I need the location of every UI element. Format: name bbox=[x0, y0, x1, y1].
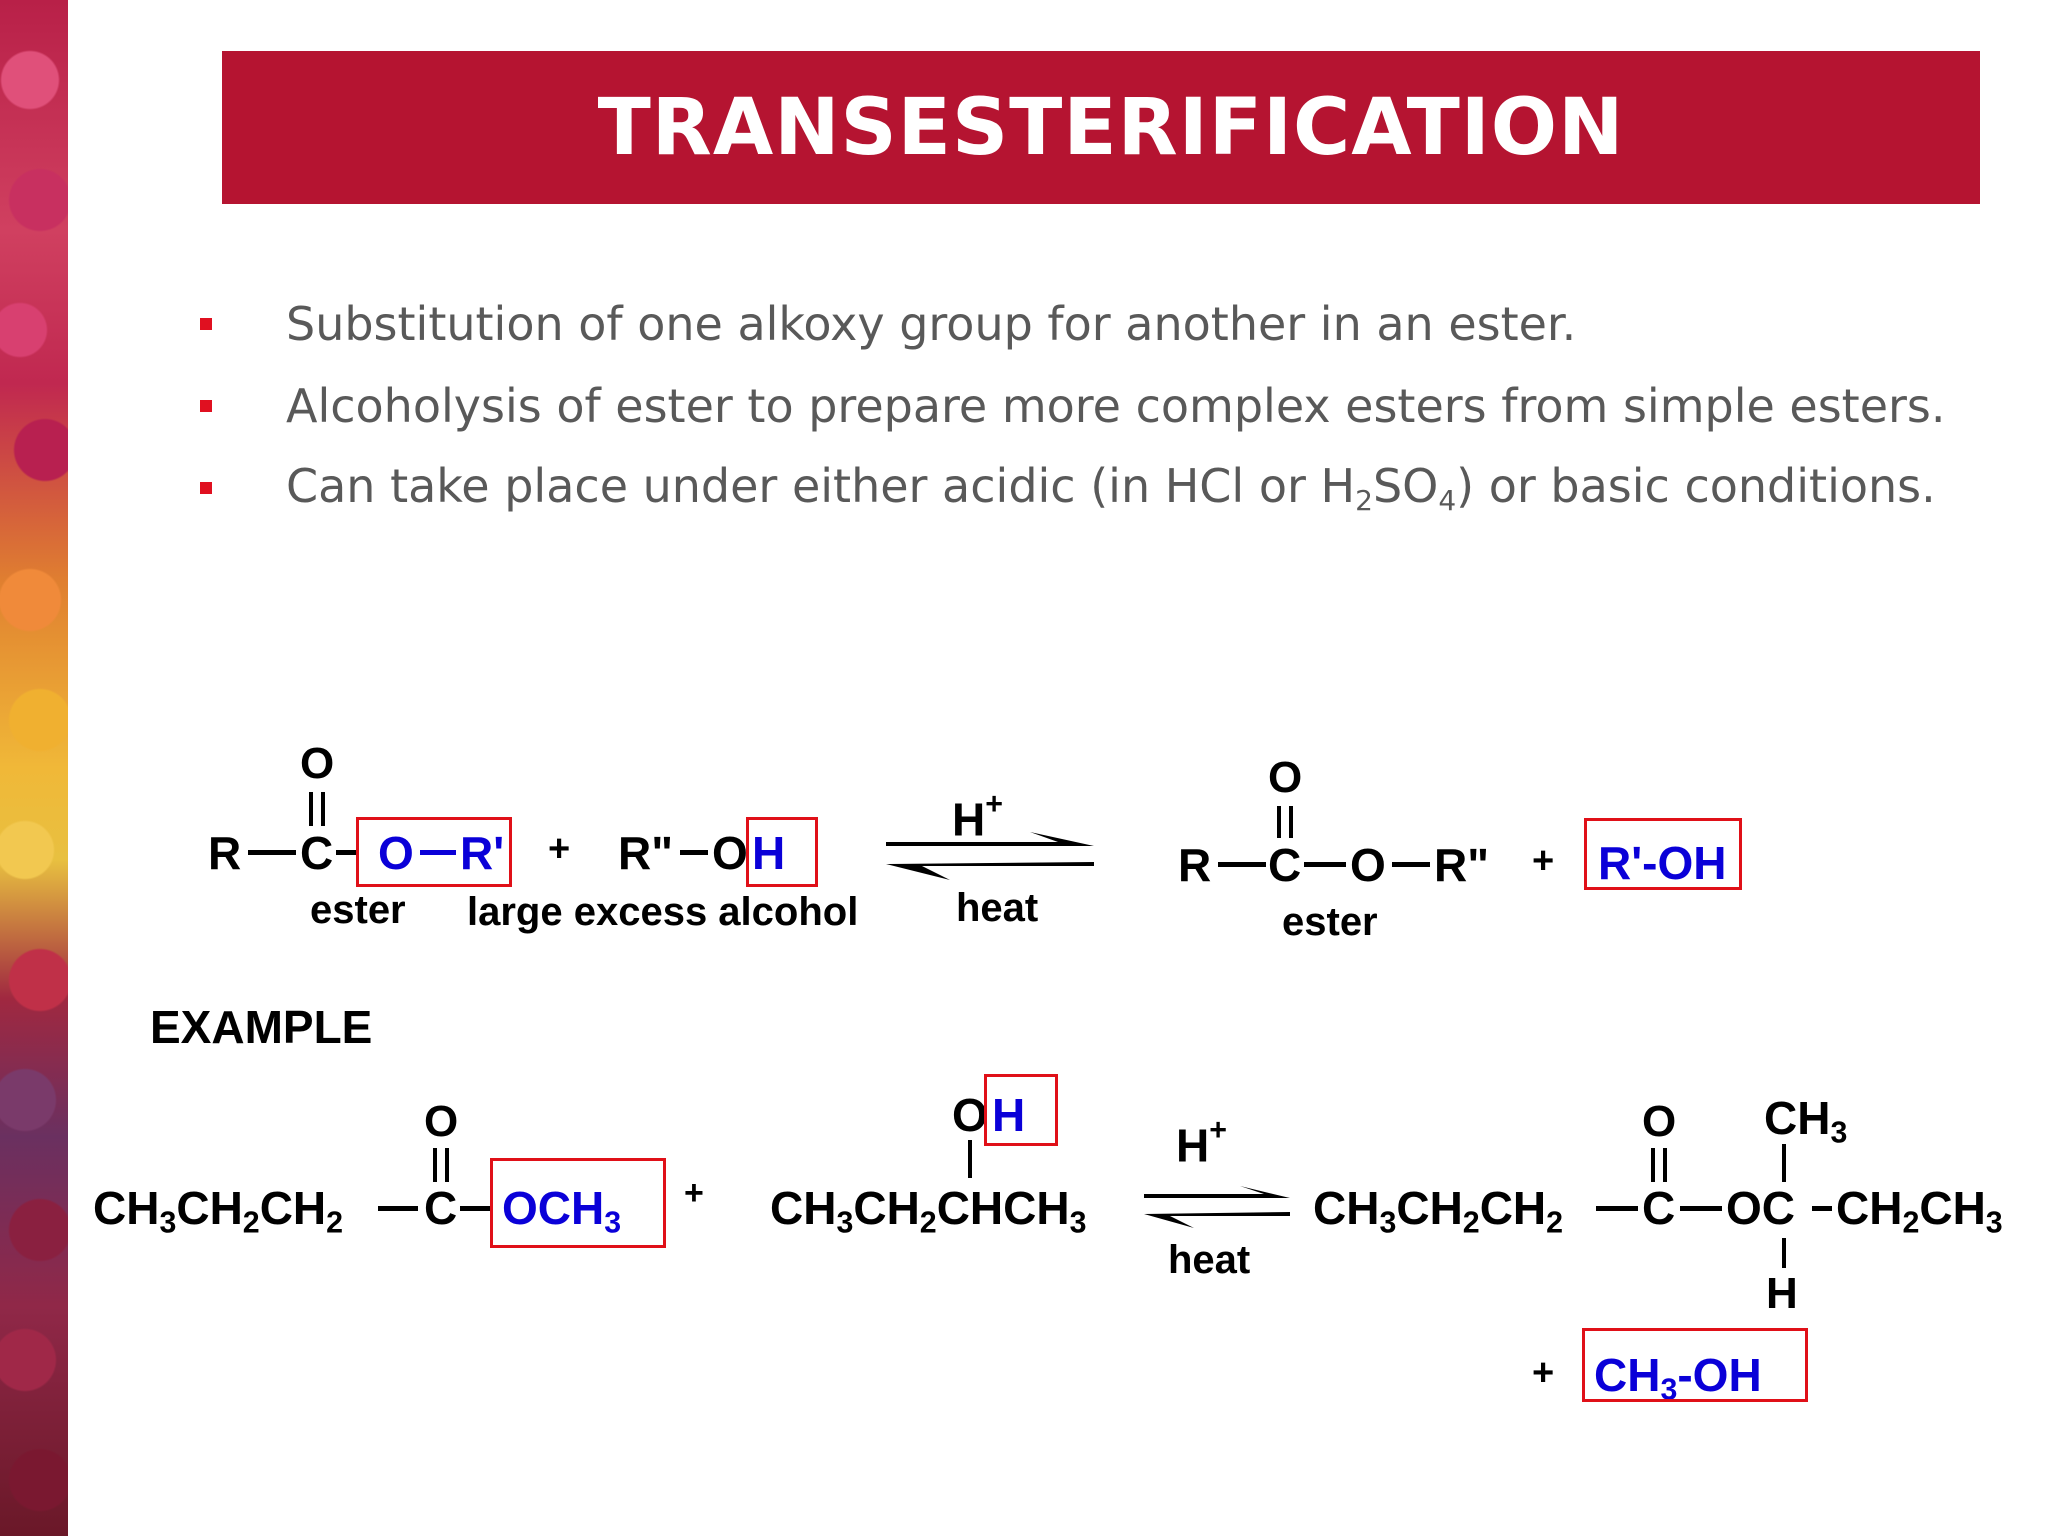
product-propyl-chain: CH3CH2CH2 bbox=[1313, 1182, 1564, 1240]
forward-half-arrow bbox=[886, 832, 1094, 846]
highlight-box-alkoxy bbox=[356, 817, 512, 887]
heat-label: heat bbox=[1168, 1238, 1251, 1282]
single-bond bbox=[1812, 1206, 1832, 1211]
product-ethyl-tail: CH2CH3 bbox=[1836, 1182, 2003, 1240]
alcohol-hydrogen: H bbox=[992, 1089, 1026, 1141]
product-ester-label: ester bbox=[1282, 900, 1378, 944]
highlight-box-hydrogen bbox=[746, 817, 818, 887]
bullet-square-icon bbox=[200, 400, 212, 412]
single-bond bbox=[1680, 1206, 1722, 1211]
highlight-box-methoxy bbox=[490, 1158, 666, 1248]
alcohol-oxygen: O bbox=[712, 827, 748, 879]
decorative-berry-strip bbox=[0, 0, 68, 1536]
plus-sign: + bbox=[548, 828, 571, 870]
catalyst-label: H+ bbox=[1176, 1114, 1227, 1172]
heat-label: heat bbox=[956, 886, 1039, 930]
bullet-square-icon bbox=[200, 318, 212, 330]
double-bond-right bbox=[321, 792, 325, 826]
alcohol-oxygen: O bbox=[952, 1089, 988, 1141]
ester-label: ester bbox=[310, 888, 406, 932]
title-banner: TRANSESTERIFICATION bbox=[222, 51, 1980, 204]
highlight-box-byproduct bbox=[1584, 818, 1742, 890]
catalyst-label: H+ bbox=[952, 788, 1003, 846]
single-bond bbox=[680, 850, 708, 855]
large-excess-alcohol-label: large excess alcohol bbox=[467, 890, 859, 934]
single-bond bbox=[1304, 862, 1346, 867]
double-bond-left bbox=[1651, 1148, 1655, 1182]
highlight-box-hydrogen bbox=[984, 1074, 1058, 1146]
bullet-item: Can take place under either acidic (in H… bbox=[200, 447, 1980, 529]
single-bond-vertical bbox=[968, 1140, 972, 1178]
single-bond bbox=[1596, 1206, 1638, 1211]
product-ester-oxygen-carbon: OC bbox=[1726, 1182, 1795, 1234]
single-bond bbox=[336, 850, 358, 855]
bullet-square-icon bbox=[200, 482, 212, 494]
double-bond-right bbox=[1289, 806, 1293, 838]
double-bond-right bbox=[445, 1148, 449, 1182]
bullet-list: Substitution of one alkoxy group for ano… bbox=[200, 283, 1980, 529]
product-r-group: R bbox=[1178, 839, 1212, 891]
single-bond bbox=[248, 850, 296, 855]
product-hydrogen: H bbox=[1766, 1269, 1798, 1318]
bullet-text: Can take place under either acidic (in H… bbox=[286, 459, 1936, 517]
highlight-box-methanol bbox=[1582, 1328, 1808, 1402]
forward-half-arrow bbox=[1144, 1186, 1290, 1198]
product-carbonyl-oxygen: O bbox=[1642, 1097, 1677, 1146]
bullet-item: Substitution of one alkoxy group for ano… bbox=[200, 283, 1980, 365]
equilibrium-arrow-icon bbox=[1144, 1186, 1290, 1228]
carbonyl-oxygen: O bbox=[424, 1097, 459, 1146]
single-bond bbox=[378, 1206, 418, 1211]
butanol-chain: CH3CH2CHCH3 bbox=[770, 1182, 1087, 1240]
product-methyl-branch: CH3 bbox=[1764, 1092, 1848, 1150]
product-carbonyl-carbon: C bbox=[1268, 839, 1302, 891]
equilibrium-arrow-icon bbox=[886, 832, 1094, 880]
carbonyl-carbon: C bbox=[300, 827, 334, 879]
reverse-half-arrow bbox=[1144, 1212, 1290, 1228]
reverse-half-arrow bbox=[886, 862, 1094, 880]
r-double-prime-group: R" bbox=[618, 827, 674, 879]
plus-sign: + bbox=[1532, 840, 1555, 882]
carbonyl-oxygen: O bbox=[300, 739, 335, 788]
product-carbonyl-oxygen: O bbox=[1268, 753, 1303, 802]
methoxy-group: OCH3 bbox=[502, 1182, 622, 1240]
plus-sign: + bbox=[684, 1174, 704, 1212]
single-bond-vertical bbox=[1782, 1238, 1786, 1268]
reactant-propyl-chain: CH3CH2CH2 bbox=[93, 1182, 344, 1240]
page-title: TRANSESTERIFICATION bbox=[597, 82, 1625, 173]
r-group: R bbox=[208, 827, 242, 879]
alkoxy-oxygen: O bbox=[378, 827, 414, 879]
double-bond-left bbox=[1277, 806, 1281, 838]
double-bond-left bbox=[309, 792, 313, 826]
plus-sign: + bbox=[1532, 1352, 1555, 1394]
product-ester-oxygen: O bbox=[1350, 839, 1386, 891]
example-label: EXAMPLE bbox=[150, 1001, 373, 1053]
bullet-item: Alcoholysis of ester to prepare more com… bbox=[200, 365, 1980, 447]
methanol-byproduct: CH3-OH bbox=[1594, 1349, 1762, 1407]
r-prime-group: R' bbox=[460, 827, 505, 879]
carbonyl-carbon: C bbox=[424, 1182, 458, 1234]
product-r-double-prime: R" bbox=[1434, 839, 1490, 891]
double-bond-left bbox=[433, 1148, 437, 1182]
bullet-text: Alcoholysis of ester to prepare more com… bbox=[286, 379, 1946, 433]
double-bond-right bbox=[1663, 1148, 1667, 1182]
single-bond bbox=[460, 1206, 490, 1211]
single-bond-blue bbox=[420, 850, 456, 855]
alcohol-hydrogen: H bbox=[752, 827, 786, 879]
single-bond bbox=[1218, 862, 1266, 867]
product-carbonyl-carbon: C bbox=[1642, 1182, 1676, 1234]
bullet-text: Substitution of one alkoxy group for ano… bbox=[286, 297, 1577, 351]
single-bond-vertical bbox=[1782, 1144, 1786, 1182]
single-bond bbox=[1392, 862, 1430, 867]
byproduct-alcohol: R'-OH bbox=[1598, 837, 1727, 889]
